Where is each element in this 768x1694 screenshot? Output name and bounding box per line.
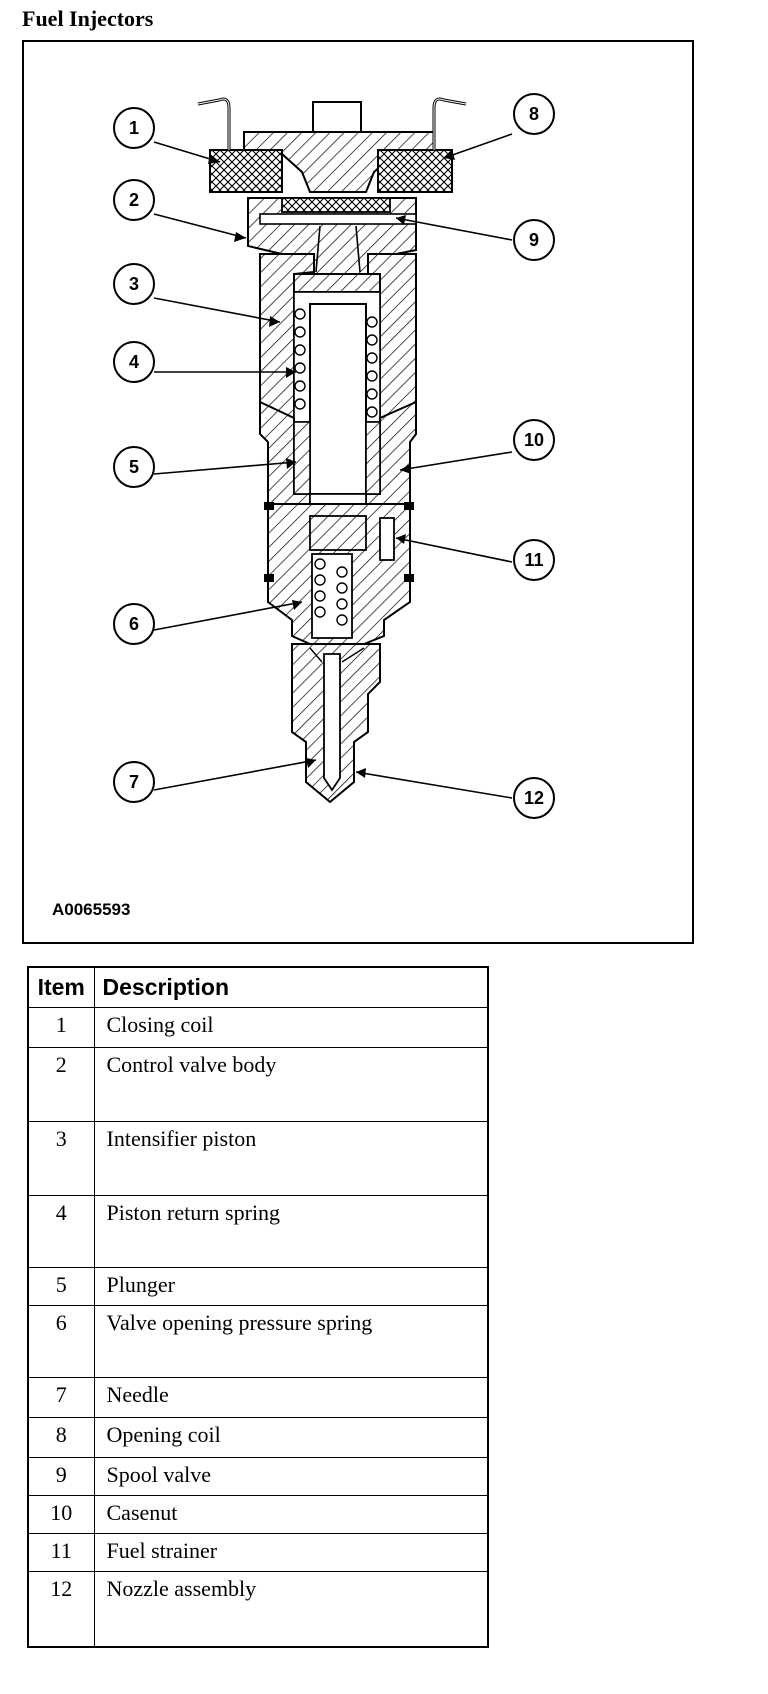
table-row: 8 Opening coil	[27, 1416, 489, 1457]
table-row: 1 Closing coil	[27, 1006, 489, 1047]
table-row: 11 Fuel strainer	[27, 1532, 489, 1571]
header-item: Item	[27, 966, 95, 1008]
item-description: Plunger	[93, 1266, 489, 1305]
item-description: Control valve body	[93, 1046, 489, 1121]
item-description: Valve opening pressure spring	[93, 1304, 489, 1377]
injector-diagram: 1 2 3 4 5 6 7 8 9 10 11 12 A0065593	[22, 40, 694, 944]
item-number: 6	[27, 1304, 95, 1377]
valve-opening-spring	[314, 558, 348, 626]
item-description: Closing coil	[93, 1006, 489, 1047]
table-row: 3 Intensifier piston	[27, 1120, 489, 1195]
item-description: Fuel strainer	[93, 1532, 489, 1571]
item-number: 5	[27, 1266, 95, 1305]
item-description: Spool valve	[93, 1456, 489, 1495]
item-number: 8	[27, 1416, 95, 1457]
table-row: 7 Needle	[27, 1376, 489, 1417]
injector-cross-section	[153, 97, 513, 804]
piston-return-spring	[294, 308, 378, 418]
table-row: 5 Plunger	[27, 1266, 489, 1305]
table-row: 9 Spool valve	[27, 1456, 489, 1495]
item-description: Intensifier piston	[93, 1120, 489, 1195]
header-description: Description	[93, 966, 489, 1008]
item-number: 3	[27, 1120, 95, 1195]
item-description: Opening coil	[93, 1416, 489, 1457]
item-number: 12	[27, 1570, 95, 1647]
page-title: Fuel Injectors	[22, 6, 154, 31]
table-row: 12 Nozzle assembly	[27, 1570, 489, 1647]
table-row: 4 Piston return spring	[27, 1194, 489, 1267]
figure-code: A0065593	[52, 900, 131, 919]
item-number: 1	[27, 1006, 95, 1047]
item-number: 7	[27, 1376, 95, 1417]
item-number: 10	[27, 1494, 95, 1533]
legend-table: Item Description 1 Closing coil 2 Contro…	[27, 966, 489, 1648]
item-description: Nozzle assembly	[93, 1570, 489, 1647]
table-row: 2 Control valve body	[27, 1046, 489, 1121]
table-row: 6 Valve opening pressure spring	[27, 1304, 489, 1377]
item-description: Piston return spring	[93, 1194, 489, 1267]
table-header-row: Item Description	[27, 966, 489, 1008]
item-number: 9	[27, 1456, 95, 1495]
item-number: 11	[27, 1532, 95, 1571]
item-description: Needle	[93, 1376, 489, 1417]
item-number: 2	[27, 1046, 95, 1121]
item-number: 4	[27, 1194, 95, 1267]
table-row: 10 Casenut	[27, 1494, 489, 1533]
item-description: Casenut	[93, 1494, 489, 1533]
